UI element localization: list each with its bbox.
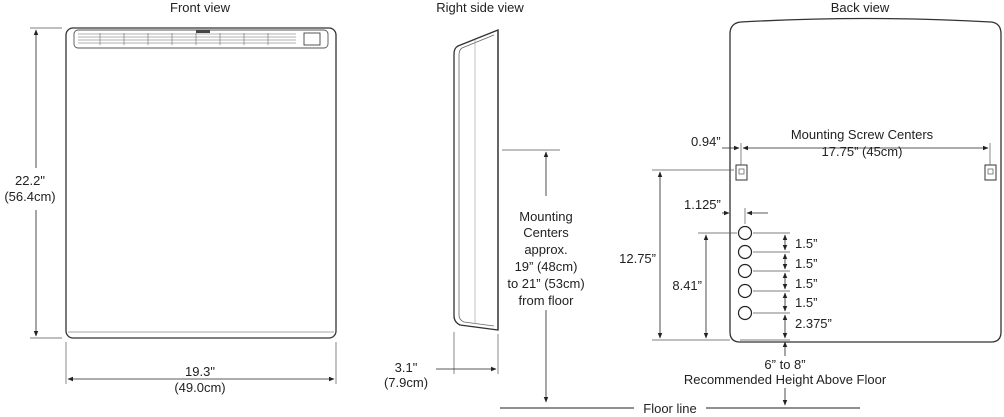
hole-4 <box>737 283 753 299</box>
front-width-inches: 19.3" <box>185 364 215 379</box>
side-profile-inner <box>458 34 495 327</box>
side-mounting-line-1: Mounting <box>519 209 573 224</box>
spacing-label-4: 1.5” <box>795 295 818 310</box>
side-depth-inches: 3.1" <box>394 360 418 375</box>
side-mounting-line-3: approx. <box>524 242 568 257</box>
side-mounting-line-6: from floor <box>518 293 574 308</box>
hole-offset-label: 1.125” <box>684 197 721 212</box>
hole-1 <box>737 225 753 241</box>
vent-slots <box>78 33 296 45</box>
spacing-label-3: 1.5” <box>795 276 818 291</box>
front-control-display <box>303 32 321 46</box>
side-view-title: Right side view <box>436 0 524 15</box>
edge-offset-label: 0.94” <box>691 134 721 149</box>
side-depth-cm: (7.9cm) <box>383 375 429 390</box>
hole-3 <box>737 263 753 279</box>
screw-centers-title: Mounting Screw Centers <box>790 127 934 142</box>
hole-2 <box>737 244 753 260</box>
spacing-label-2: 1.5” <box>795 256 818 271</box>
height-a-label: 12.75” <box>619 251 656 266</box>
front-view <box>30 27 337 384</box>
front-width-cm: (49.0cm) <box>174 380 226 395</box>
screw-right <box>984 164 997 181</box>
hole-5 <box>737 305 753 321</box>
front-height-inches: 22.2" <box>15 173 45 188</box>
floor-caption: Recommended Height Above Floor <box>683 372 887 387</box>
screw-centers-distance: 17.75” (45cm) <box>821 144 903 159</box>
front-view-title: Front view <box>170 0 230 15</box>
back-view-title: Back view <box>830 0 890 15</box>
front-panel <box>65 27 337 339</box>
side-mounting-line-5: to 21” (53cm) <box>507 276 585 291</box>
floor-range-label: 6” to 8” <box>764 357 806 372</box>
side-mounting-line-4: 19” (48cm) <box>514 259 578 274</box>
hole-ext-lines <box>740 232 790 341</box>
height-b-label: 8.41” <box>672 278 702 293</box>
side-view <box>436 29 560 403</box>
back-view <box>652 17 1002 406</box>
screw-left <box>735 164 748 181</box>
front-logo-mark <box>196 30 210 33</box>
side-profile-outer <box>453 29 499 331</box>
back-panel <box>729 17 1002 343</box>
spacing-label-1: 1.5” <box>795 236 818 251</box>
front-height-cm: (56.4cm) <box>4 189 56 204</box>
side-mounting-line-2: Centers <box>523 225 569 240</box>
spacing-label-5: 2.375” <box>795 316 832 331</box>
floor-line-label: Floor line <box>643 401 697 416</box>
